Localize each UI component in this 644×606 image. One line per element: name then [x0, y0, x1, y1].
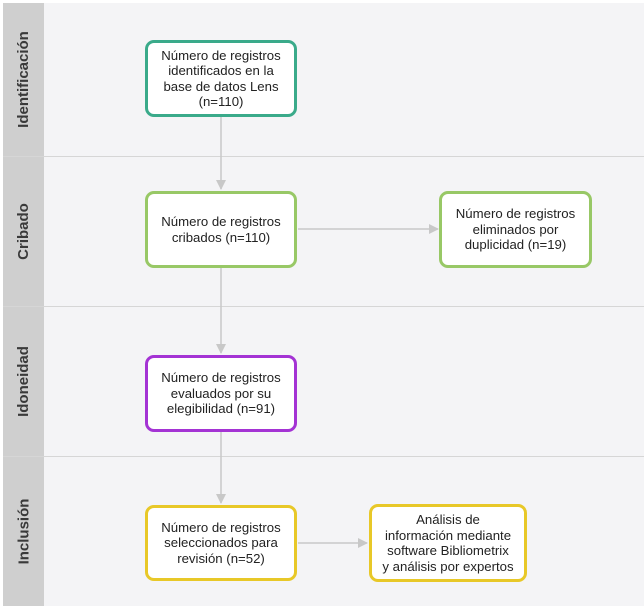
node-identified: Número de registros identificados en la …: [145, 40, 297, 117]
lane-idoneidad: [44, 307, 644, 456]
lane-divider: [3, 306, 644, 307]
node-selected: Número de registros seleccionados para r…: [145, 505, 297, 581]
lane-label-cribado: Cribado: [3, 157, 44, 306]
lane-label-inclusion: Inclusión: [3, 457, 44, 606]
node-evaluated: Número de registros evaluados por su ele…: [145, 355, 297, 432]
lane-divider: [3, 456, 644, 457]
lane-inclusion: [44, 457, 644, 606]
lane-label-identificacion: Identificación: [3, 3, 44, 156]
lane-identificacion: [44, 3, 644, 156]
node-screened: Número de registros cribados (n=110): [145, 191, 297, 268]
node-duplicates: Número de registros eliminados por dupli…: [439, 191, 592, 268]
lane-divider: [3, 156, 644, 157]
lane-label-idoneidad: Idoneidad: [3, 307, 44, 456]
node-analysis: Análisis de información mediante softwar…: [369, 504, 527, 582]
